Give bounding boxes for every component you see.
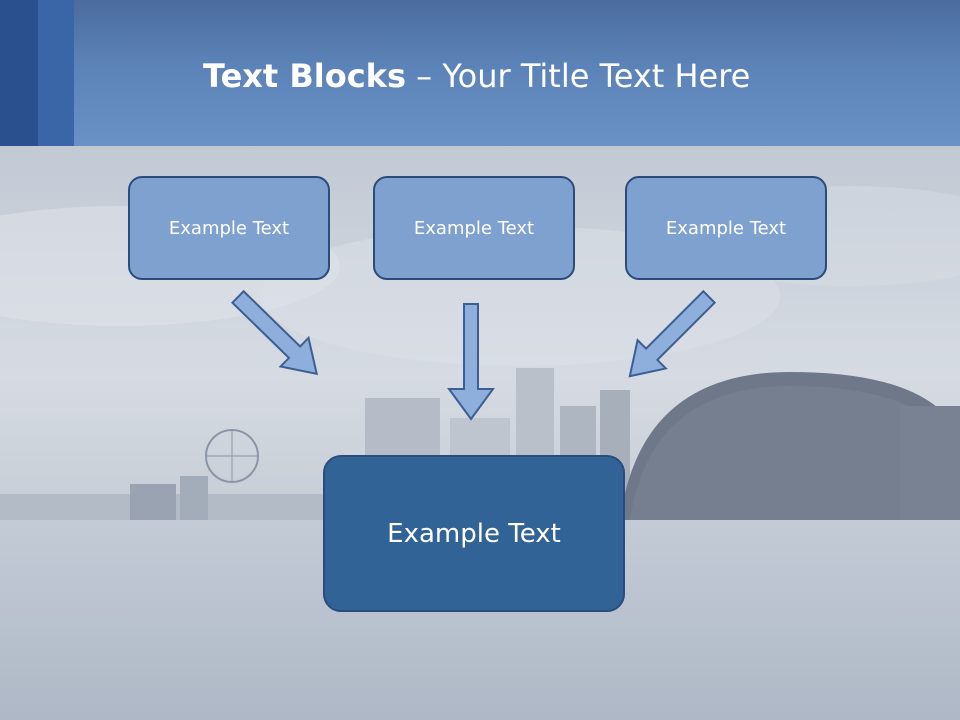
- text-block-left-label: Example Text: [168, 217, 290, 239]
- header-stripe-dark: [0, 0, 38, 146]
- text-block-middle[interactable]: Example Text: [373, 176, 575, 280]
- text-block-right[interactable]: Example Text: [625, 176, 827, 280]
- text-block-center-label: Example Text: [387, 518, 561, 549]
- slide-title-bold: Text Blocks: [203, 57, 406, 95]
- slide-title-rest: – Your Title Text Here: [406, 57, 751, 95]
- text-block-middle-label: Example Text: [413, 217, 535, 239]
- header-band: Text Blocks – Your Title Text Here: [0, 0, 960, 146]
- text-block-right-label: Example Text: [665, 217, 787, 239]
- text-block-center[interactable]: Example Text: [323, 455, 625, 612]
- text-block-left[interactable]: Example Text: [128, 176, 330, 280]
- slide-title: Text Blocks – Your Title Text Here: [203, 54, 750, 98]
- header-stripe-medium: [38, 0, 74, 146]
